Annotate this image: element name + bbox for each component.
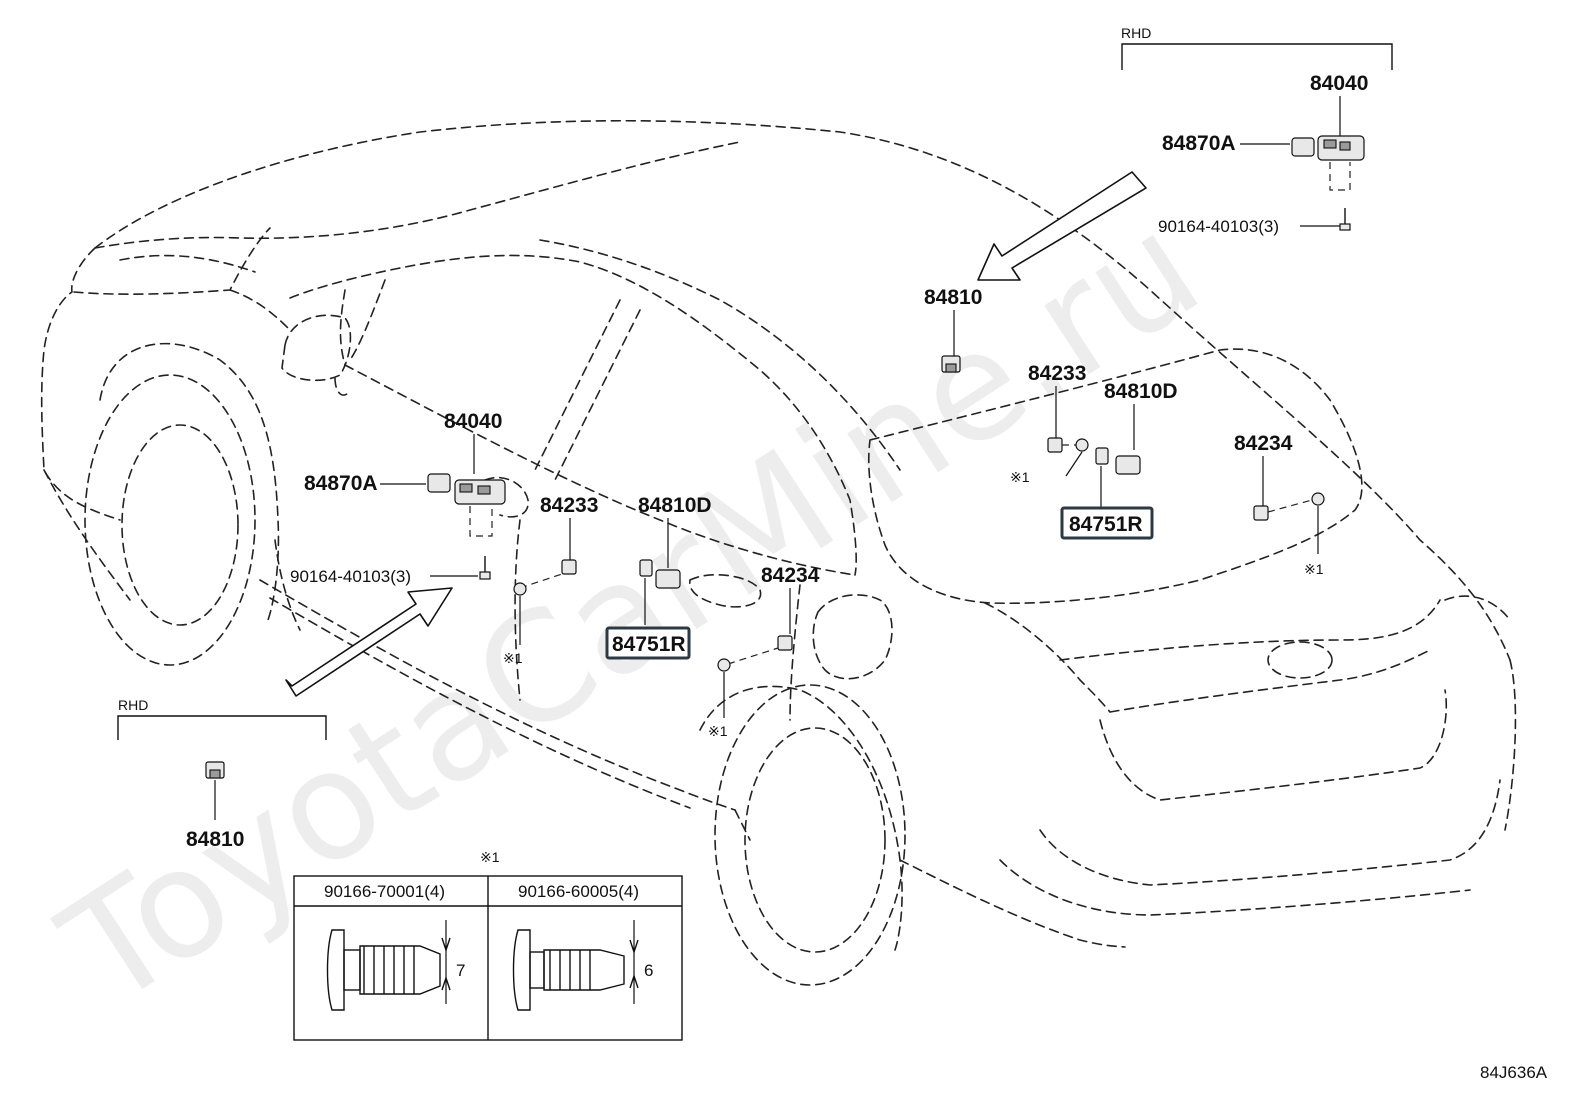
callout-box-rear-84751R <box>1060 506 1154 540</box>
callout-front-90164: 90164-40103(3) <box>290 567 411 586</box>
door-switch-rear <box>1095 447 1141 475</box>
callout-rhd-top-84040: 84040 <box>1310 72 1368 95</box>
figure-code: 84J636A <box>1480 1063 1548 1082</box>
bolt-drawing-1 <box>326 920 451 1011</box>
callout-rear-84810D: 84810D <box>1104 380 1178 403</box>
courtesy-switch-front <box>513 559 577 596</box>
callout-rhd-bottom-84810: 84810 <box>186 828 244 851</box>
courtesy-switch-rear-door <box>717 635 793 672</box>
front-door-parts: 84040 84870A 90164-40103(3) 84233 ※1 848… <box>290 410 820 739</box>
rhd-label-bottom: RHD <box>118 697 148 713</box>
detail-col-1-part: 90166-70001(4) <box>324 882 445 901</box>
view-arrow-front <box>285 587 453 697</box>
detail-table-mark: ※1 <box>480 849 500 865</box>
bolt-drawing-2 <box>512 920 639 1011</box>
callout-front-84233: 84233 <box>540 494 598 517</box>
switch-part-rear-84810 <box>941 355 961 373</box>
callout-front-84810D: 84810D <box>638 494 712 517</box>
switch-part-rhd-bottom <box>205 761 225 779</box>
note-mark-rear-1: ※1 <box>1010 469 1030 485</box>
view-arrow-rear <box>977 171 1147 281</box>
rhd-label-top: RHD <box>1121 25 1151 41</box>
callout-front-84751R: 84751R <box>612 633 686 656</box>
detail-col-2-part: 90166-60005(4) <box>518 882 639 901</box>
note-mark-front-1: ※1 <box>503 650 523 666</box>
vehicle-outline <box>40 119 1517 986</box>
callout-front-84040: 84040 <box>444 410 502 433</box>
callout-front-84870A: 84870A <box>304 472 378 495</box>
callout-box-front-84751R <box>605 626 691 660</box>
window-switch-part-front <box>427 473 506 537</box>
note-mark-front-2: ※1 <box>708 723 728 739</box>
window-switch-part-rhd <box>1291 135 1365 191</box>
callout-rear-84233: 84233 <box>1028 362 1086 385</box>
callout-rhd-top-90164: 90164-40103(3) <box>1158 217 1279 236</box>
callout-front-84234: 84234 <box>761 564 820 587</box>
callout-rear-84751R: 84751R <box>1069 513 1143 536</box>
detail-col-1-dimension: 7 <box>456 961 465 980</box>
callout-rhd-top-84870A: 84870A <box>1162 132 1236 155</box>
courtesy-switch-rear <box>1047 437 1089 453</box>
rhd-group-top: RHD 84040 84870A 90164-40103(3) <box>1121 25 1393 236</box>
door-switch-front <box>639 559 681 589</box>
screw-front <box>479 556 491 580</box>
note-mark-rear-2: ※1 <box>1304 561 1324 577</box>
callout-rear-84234: 84234 <box>1234 432 1293 455</box>
fastener-detail-table: ※1 90166-70001(4) 90166-60005(4) 7 6 <box>293 849 683 1041</box>
rhd-group-bottom: RHD 84810 <box>117 697 327 851</box>
rear-parts: 84810 84233 ※1 84810D 84751R 84234 <box>924 286 1325 577</box>
courtesy-switch-trunk <box>1253 492 1325 521</box>
callout-rear-84810: 84810 <box>924 286 982 309</box>
screw-rhd-top <box>1339 208 1351 231</box>
detail-col-2-dimension: 6 <box>644 961 653 980</box>
